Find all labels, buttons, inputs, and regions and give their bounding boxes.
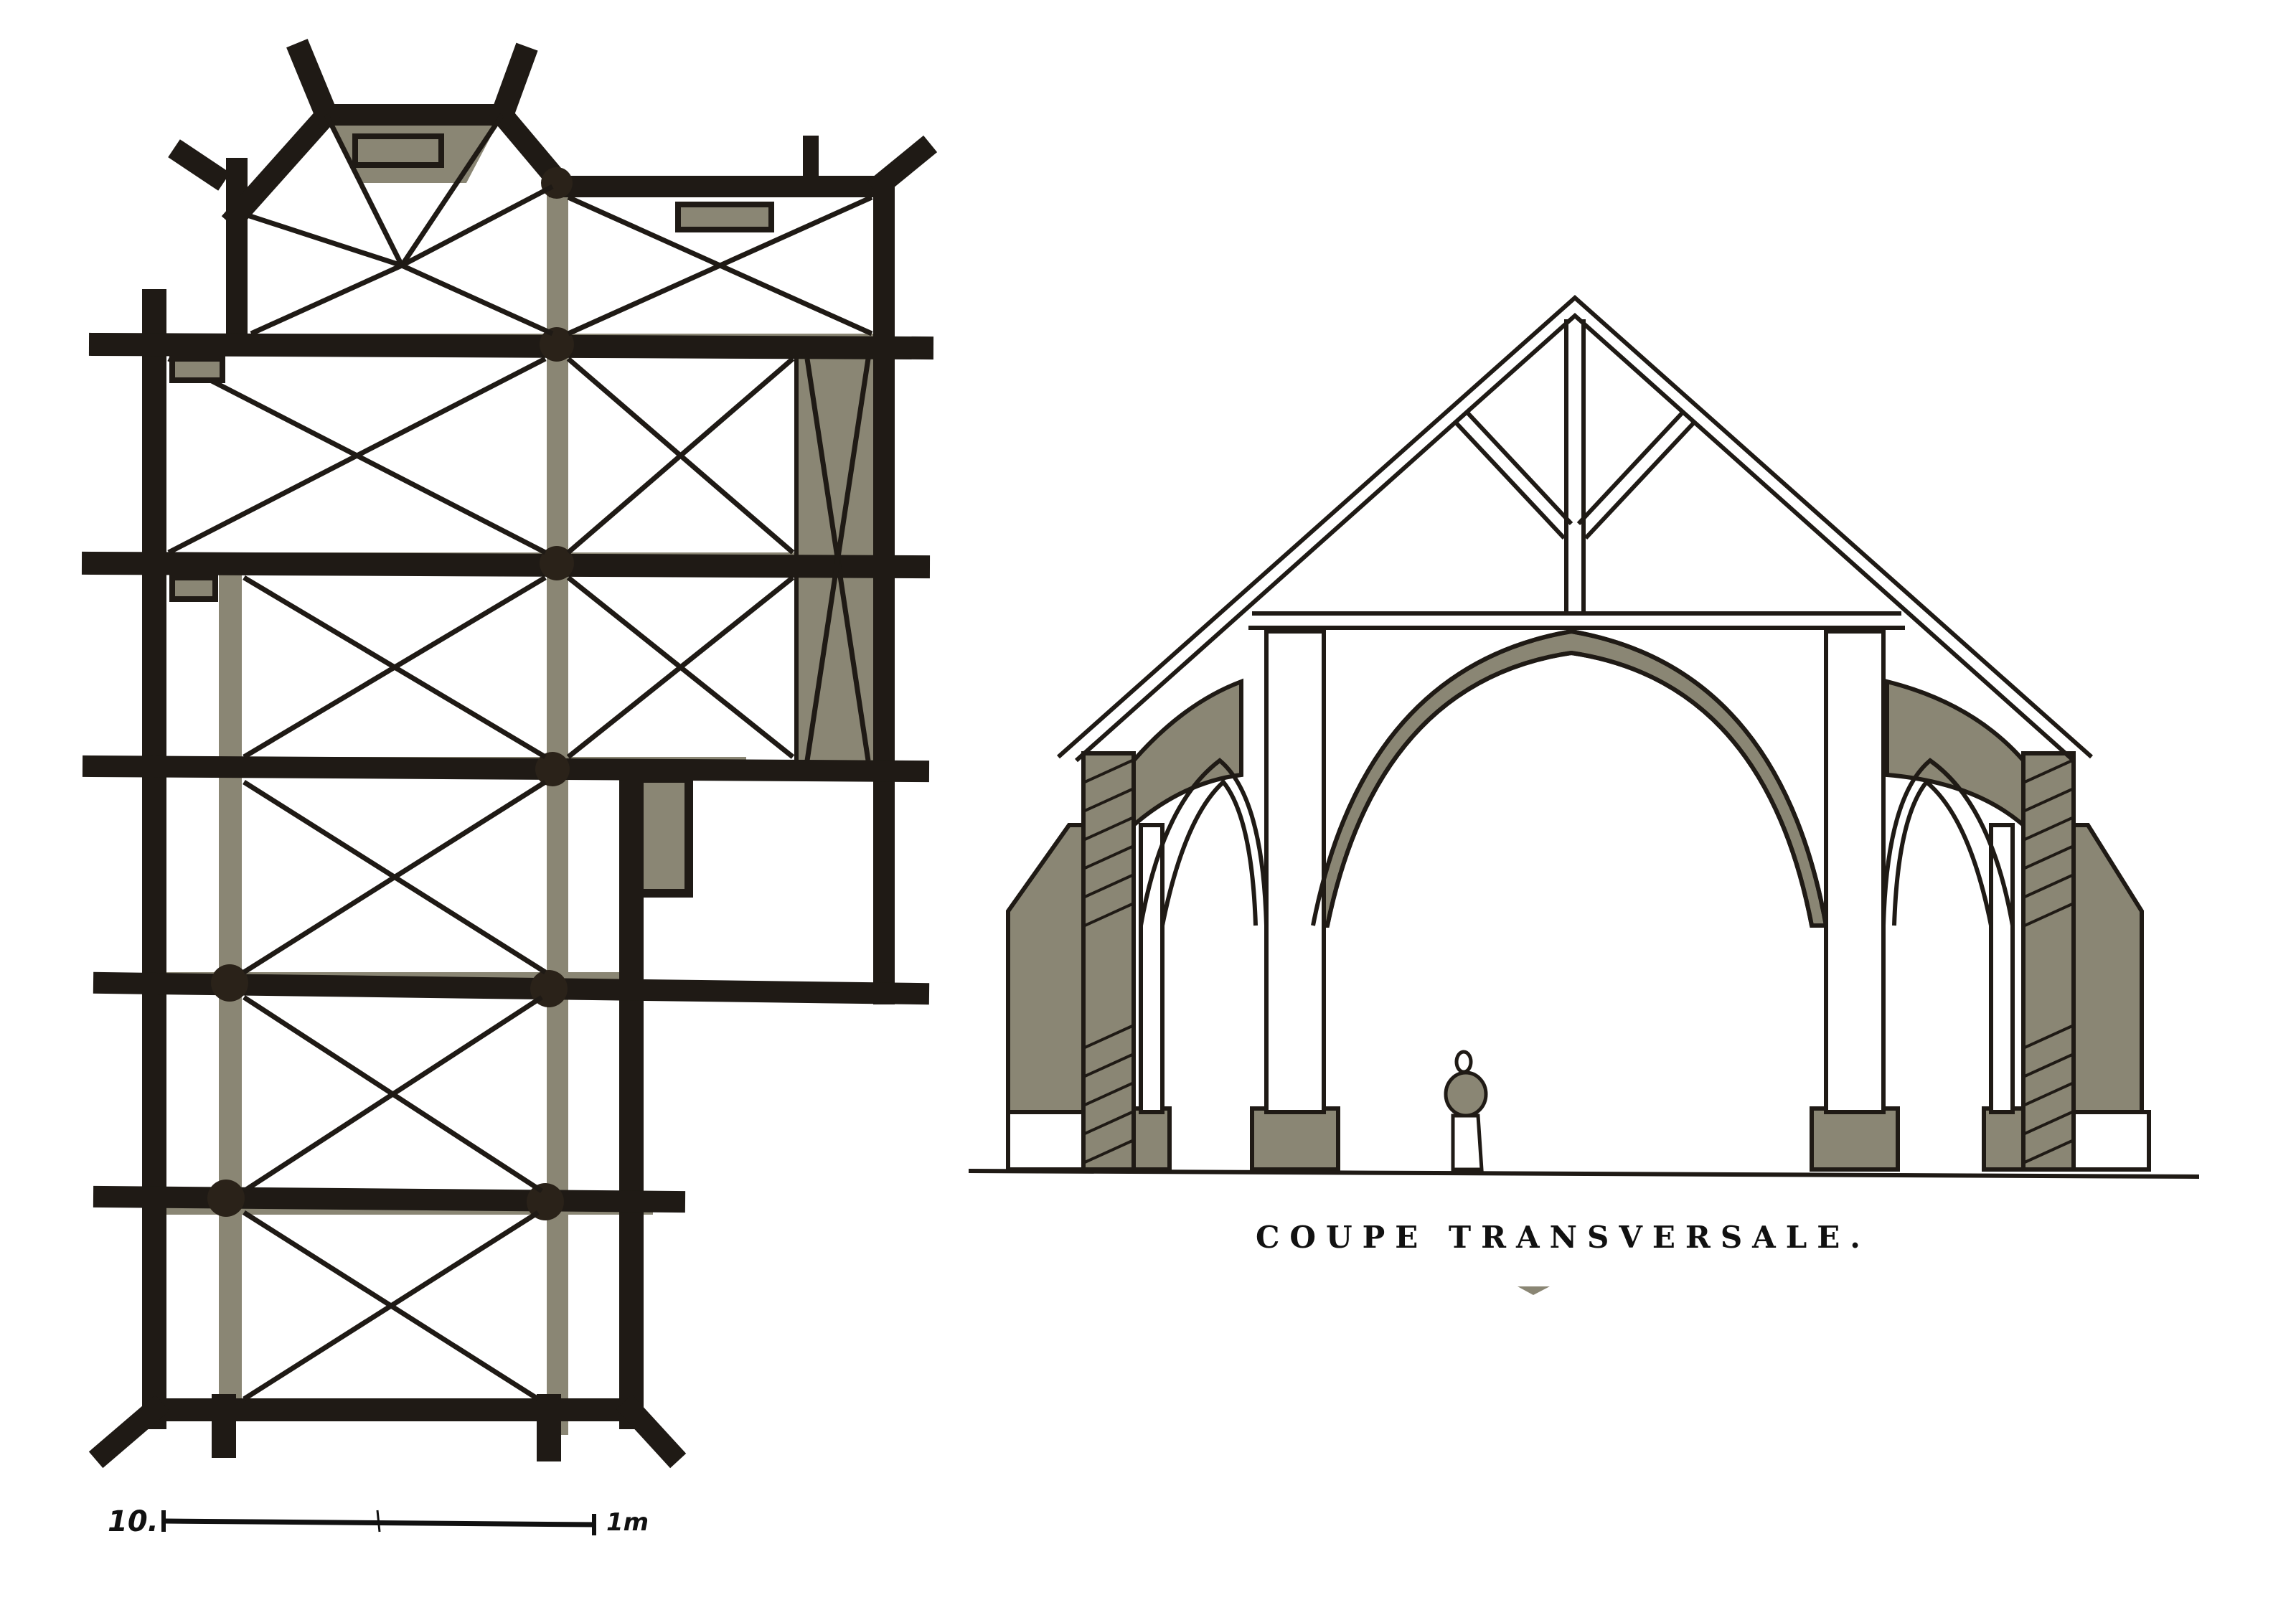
plan-altar-slabs [169,133,774,602]
scale-bar-left-label: 10. [108,1505,159,1538]
hatching [1084,759,2073,1164]
plan-walls [81,39,938,1469]
caption-marker [1518,1286,1550,1295]
plan-piers [207,167,574,1220]
plan-vault-ribs [167,113,873,1401]
nave-columns [1139,629,2015,1114]
ground-line [968,1169,2200,1179]
arches [1139,629,2015,926]
scale-bar-right-label: 1m [606,1508,649,1537]
human-figure [1444,1050,1488,1172]
roof-truss [1057,294,2093,763]
section-caption: COUPE TRANSVERSALE. [1256,1220,1871,1255]
